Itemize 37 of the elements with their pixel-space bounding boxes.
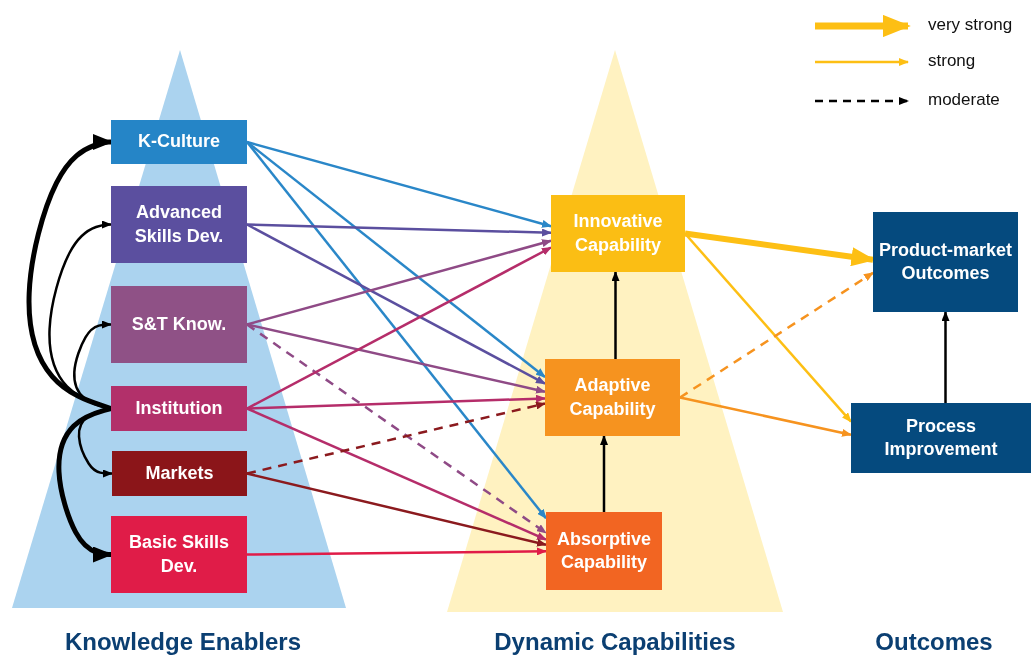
text-box: Basic Skills Dev.	[111, 516, 247, 593]
arrow	[941, 311, 950, 403]
arrow	[246, 472, 547, 547]
arrow	[679, 396, 852, 437]
arrow	[611, 271, 620, 359]
arrow	[246, 239, 552, 326]
section-heading: Dynamic Capabilities	[494, 628, 736, 656]
text-box: Adaptive Capability	[545, 359, 680, 436]
arrow	[73, 320, 112, 410]
legend-label: very strong	[928, 15, 1013, 35]
arrow	[48, 220, 112, 410]
arrow	[246, 223, 552, 237]
text-box: Process Improvement	[851, 403, 1031, 473]
arrow	[56, 406, 113, 563]
text-box: Markets	[112, 451, 247, 496]
section-heading: Knowledge Enablers	[64, 628, 302, 656]
arrow	[679, 271, 874, 399]
arrow	[246, 394, 546, 410]
arrow	[246, 401, 546, 475]
text-box: K-Culture	[111, 120, 247, 164]
arrow	[246, 407, 547, 541]
text-box: Absorptive Capability	[546, 512, 662, 590]
arrow	[600, 435, 608, 512]
text-box: Institution	[111, 386, 247, 431]
legend-label: strong	[928, 51, 976, 71]
arrow	[246, 223, 546, 385]
arrow	[26, 134, 113, 411]
section-heading: Outcomes	[875, 628, 993, 656]
arrow	[246, 140, 552, 228]
text-box: S&T Know.	[111, 286, 247, 363]
text-box: Innovative Capability	[551, 195, 685, 272]
arrow	[246, 323, 547, 534]
arrow	[246, 246, 552, 410]
legend-label: moderate	[928, 90, 1000, 110]
text-box: Product-market Outcomes	[873, 212, 1018, 312]
arrow	[247, 547, 547, 556]
text-box: Advanced Skills Dev.	[111, 186, 247, 263]
